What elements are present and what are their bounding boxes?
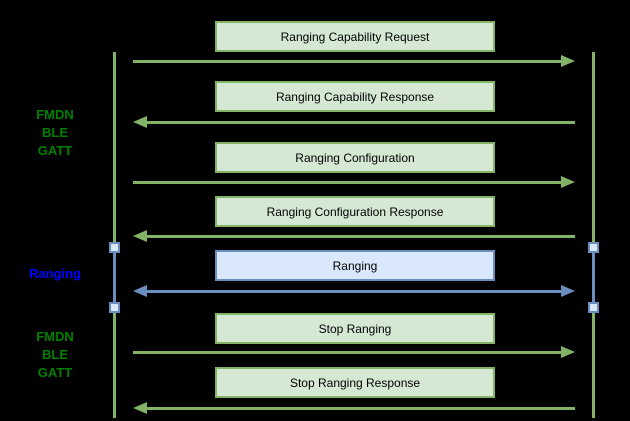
activation-square-left-top — [109, 242, 120, 253]
message-box-ranging-configuration-response: Ranging Configuration Response — [215, 196, 495, 227]
arrow-right-icon — [561, 285, 575, 297]
message-label: Ranging Capability Response — [275, 89, 435, 104]
arrow-left-icon — [133, 116, 147, 128]
message-box-stop-ranging-response: Stop Ranging Response — [215, 367, 495, 398]
phase-label-fmdn-ble-gatt-bottom: FMDN BLE GATT — [36, 329, 74, 380]
arrow-left-icon — [133, 402, 147, 414]
arrow-left-icon — [133, 230, 147, 242]
message-label: Ranging Configuration — [295, 150, 415, 165]
message-label: Stop Ranging Response — [289, 375, 421, 390]
lifeline-left — [113, 52, 116, 418]
message-arrow-right — [133, 181, 562, 184]
arrow-right-icon — [561, 346, 575, 358]
arrow-right-icon — [561, 176, 575, 188]
message-arrow-bidirectional — [146, 290, 562, 293]
arrow-left-icon — [133, 285, 147, 297]
lifeline-left-ranging-segment — [113, 248, 116, 308]
message-arrow-right — [133, 351, 562, 354]
lifeline-right-ranging-segment — [592, 248, 595, 308]
message-arrow-right — [133, 60, 562, 63]
message-box-ranging-capability-request: Ranging Capability Request — [215, 21, 495, 52]
message-label: Ranging Configuration Response — [266, 204, 444, 219]
lifeline-right — [592, 52, 595, 418]
message-box-ranging: Ranging — [215, 250, 495, 281]
activation-square-right-top — [588, 242, 599, 253]
message-box-ranging-capability-response: Ranging Capability Response — [215, 81, 495, 112]
message-arrow-left — [146, 407, 575, 410]
activation-square-right-bottom — [588, 302, 599, 313]
message-box-ranging-configuration: Ranging Configuration — [215, 142, 495, 173]
activation-square-left-bottom — [109, 302, 120, 313]
message-box-stop-ranging: Stop Ranging — [215, 313, 495, 344]
message-label: Stop Ranging — [318, 321, 392, 336]
message-label: Ranging — [332, 258, 378, 273]
phase-label-fmdn-ble-gatt-top: FMDN BLE GATT — [36, 107, 74, 158]
message-label: Ranging Capability Request — [280, 29, 430, 44]
message-arrow-left — [146, 121, 575, 124]
phase-label-ranging: Ranging — [29, 266, 81, 281]
arrow-right-icon — [561, 55, 575, 67]
message-arrow-left — [146, 235, 575, 238]
